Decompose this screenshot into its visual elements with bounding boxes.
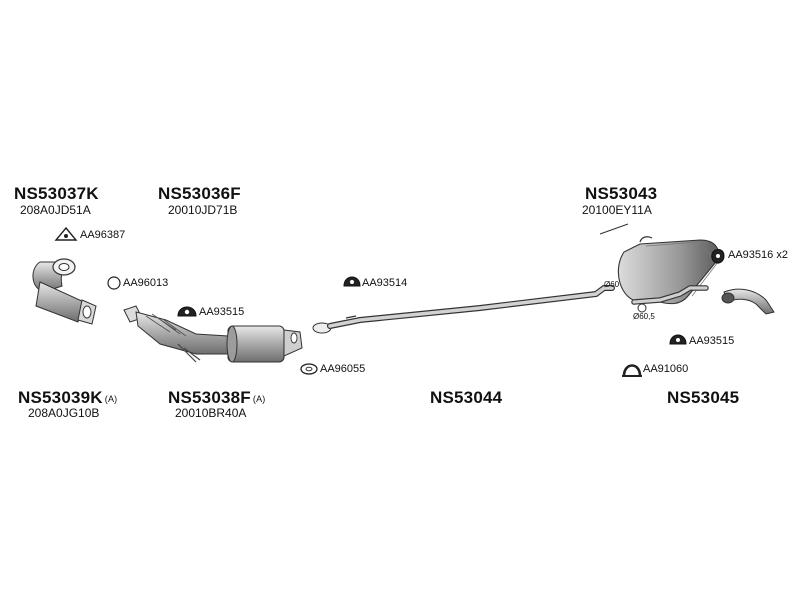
intermediate-pipe-ns53044 (312, 285, 615, 334)
part-ref-ns53039k: 208A0JG10B (28, 406, 100, 420)
part-code-ns53037k: NS53037K (14, 184, 99, 203)
accessory-label-aa91060: AA91060 (643, 363, 689, 375)
accessory-label-aa93516: AA93516 x2 (728, 249, 788, 261)
accessory-label-aa93515-right: AA93515 (689, 335, 735, 347)
rear-silencer-ns53045 (599, 223, 775, 315)
accessory-label-aa96055: AA96055 (320, 363, 366, 375)
part-code-ns53043: NS53043 (585, 184, 658, 203)
part-code-ns53039k-text: NS53039K (18, 388, 103, 407)
part-code-ns53039k: NS53039K(A) (18, 389, 117, 406)
part-suffix-ns53038f: (A) (252, 394, 266, 404)
rubber-hanger-icon (711, 249, 725, 264)
part-suffix-ns53039k: (A) (104, 394, 118, 404)
part-code-ns53038f-text: NS53038F (168, 388, 251, 407)
accessory-label-aa93515-left: AA93515 (199, 306, 245, 318)
part-code-ns53038f: NS53038F(A) (168, 389, 265, 406)
ring-gasket-icon (107, 276, 121, 290)
front-catalyst-ns53039k (32, 258, 97, 325)
part-ref-ns53043: 20100EY11A (582, 203, 652, 217)
part-ref-ns53036f: 20010JD71B (168, 203, 238, 217)
rubber-mount-icon-right (669, 334, 687, 345)
pipe-clamp-icon (622, 364, 642, 377)
part-code-ns53044: NS53044 (430, 388, 503, 407)
dimension-label-d60-5: Ø60,5 (633, 312, 655, 321)
dimension-label-d60: Ø60 (604, 280, 620, 289)
accessory-label-aa96387: AA96387 (80, 229, 126, 241)
catalyst-flexpipe-ns53038f (123, 305, 303, 363)
triangle-gasket-icon (54, 226, 78, 241)
part-code-ns53036f: NS53036F (158, 184, 241, 203)
rubber-mount-icon-center (343, 276, 361, 287)
accessory-label-aa96013: AA96013 (123, 277, 169, 289)
oval-gasket-icon (300, 363, 318, 375)
part-code-ns53045: NS53045 (667, 388, 740, 407)
part-ref-ns53037k: 208A0JD51A (20, 203, 91, 217)
rubber-mount-icon-left (177, 306, 197, 317)
part-ref-ns53038f: 20010BR40A (175, 406, 247, 420)
accessory-label-aa93514: AA93514 (362, 277, 408, 289)
